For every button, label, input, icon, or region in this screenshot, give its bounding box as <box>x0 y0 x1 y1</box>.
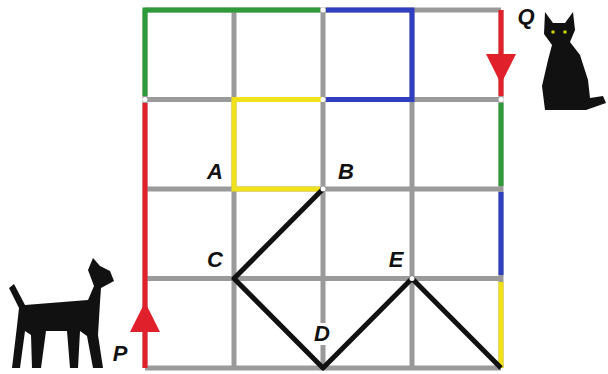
junction-dot <box>499 97 504 102</box>
yellow-path <box>499 282 504 368</box>
point-label: C <box>205 249 225 271</box>
grid-line <box>145 276 501 281</box>
point-label: B <box>336 161 356 183</box>
green-path <box>145 10 320 96</box>
dog-silhouette <box>9 258 114 368</box>
black-path <box>234 189 501 368</box>
arrow-up <box>130 302 160 332</box>
grid <box>145 10 501 368</box>
grid-line <box>321 10 326 368</box>
junction-dot <box>321 8 326 13</box>
grid-line <box>145 97 501 102</box>
junction-gaps <box>143 8 504 282</box>
yellow-path <box>234 100 323 190</box>
grid-line <box>145 187 501 192</box>
cat-eye <box>551 30 555 34</box>
junction-dot <box>321 97 326 102</box>
blue-path <box>499 192 504 275</box>
point-label: P <box>111 343 130 365</box>
green-path <box>499 103 504 186</box>
point-label: D <box>312 323 332 345</box>
point-label: E <box>387 249 406 271</box>
junction-dot <box>143 97 148 102</box>
junction-dot <box>410 276 415 281</box>
point-label: A <box>205 161 225 183</box>
junction-dot <box>321 187 326 192</box>
cat-silhouette <box>542 12 606 110</box>
arrow-down <box>486 54 516 84</box>
point-label: Q <box>515 6 536 28</box>
cat-eye <box>563 30 567 34</box>
blue-path <box>326 10 412 100</box>
